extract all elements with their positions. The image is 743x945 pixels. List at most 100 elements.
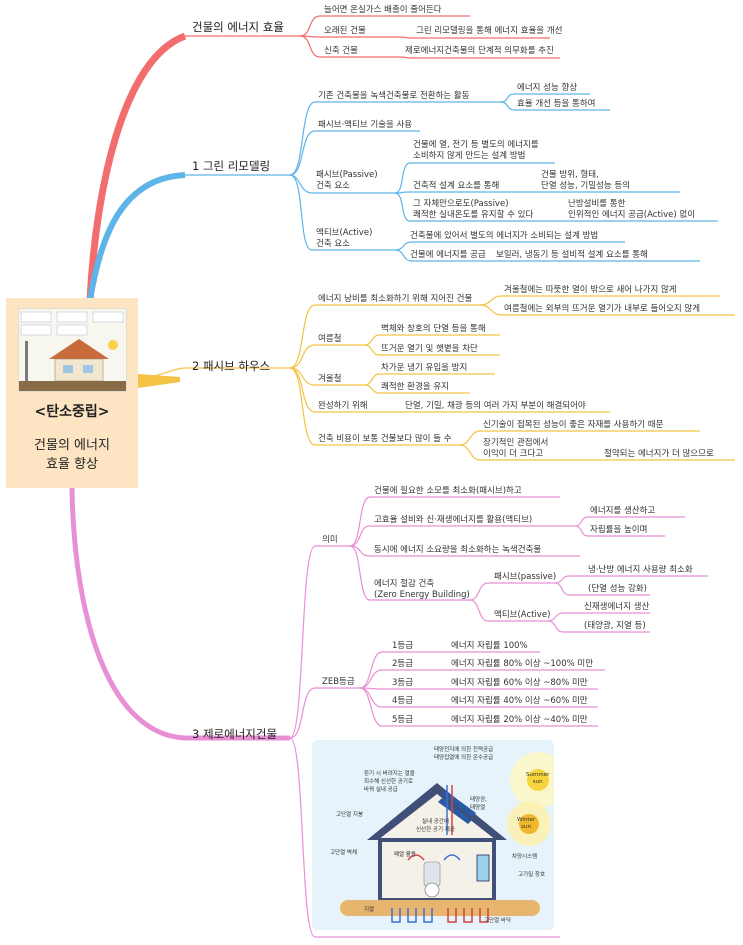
b4-grade-2-desc[interactable]: 에너지 자립률 80% 이상 ~100% 미만 bbox=[451, 659, 594, 669]
b3-cost[interactable]: 건축 비용이 보통 건물보다 많이 들 수 bbox=[318, 434, 452, 444]
b4-m3[interactable]: 동시에 에너지 소요량을 최소화하는 녹색건축물 bbox=[374, 545, 542, 555]
b2-passive-label[interactable]: 패시브(Passive) 건축 요소 bbox=[316, 170, 378, 192]
b4-grade-5-desc[interactable]: 에너지 자립률 20% 이상 ~40% 미만 bbox=[451, 715, 588, 725]
b3-node1-sub2[interactable]: 여름철에는 외부의 뜨거운 열기가 내부로 들어오지 않게 bbox=[504, 304, 701, 314]
b3-cost-sub3[interactable]: 절약되는 에너지가 더 많으므로 bbox=[604, 449, 714, 459]
fig-center-label-l1: 실내 공간에 bbox=[421, 819, 449, 825]
b4-m4-passive-sub2[interactable]: (단열 성능 강화) bbox=[588, 584, 647, 594]
b4-grade-4[interactable]: 4등급 bbox=[392, 696, 414, 706]
b4-zeb[interactable]: ZEB등급 bbox=[322, 677, 355, 687]
b4-m2-sub1[interactable]: 에너지를 생산하고 bbox=[590, 506, 656, 516]
b2-passive-1[interactable]: 건물에 열, 전기 등 별도의 에너지를 소비하지 않게 만드는 설계 방법 bbox=[413, 140, 539, 162]
branch2-title[interactable]: 1 그린 리모델링 bbox=[192, 159, 271, 173]
b2-passive-3-sub-l1: 난방설비를 통한 bbox=[568, 199, 626, 209]
b4-grade-2[interactable]: 2등급 bbox=[392, 659, 414, 669]
b3-node1-sub1[interactable]: 겨울철에는 따뜻한 열이 밖으로 새어 나가지 않게 bbox=[504, 285, 677, 295]
b2-passive-2-sub[interactable]: 건물 방위, 형태, 단열 성능, 기밀성능 등의 bbox=[541, 170, 630, 192]
b4-grade-1[interactable]: 1등급 bbox=[392, 641, 414, 651]
b2-active-label[interactable]: 액티브(Active) 건축 요소 bbox=[316, 228, 372, 250]
b2-passive-3-l2: 쾌적한 실내온도를 유지할 수 있다 bbox=[413, 210, 534, 220]
fig-window: 고기밀 창호 bbox=[518, 872, 546, 878]
b2-active-2[interactable]: 건물에 에너지를 공급 bbox=[410, 250, 486, 260]
b4-grade-5[interactable]: 5등급 bbox=[392, 715, 414, 725]
b2-passive-label-l2: 건축 요소 bbox=[316, 181, 350, 191]
branch4-lines bbox=[69, 487, 708, 938]
b2-passive-3[interactable]: 그 자체만으로도(Passive) 쾌적한 실내온도를 유지할 수 있다 bbox=[413, 199, 533, 221]
b1-item2[interactable]: 오래된 건물 bbox=[324, 26, 366, 36]
branch2-lines bbox=[87, 93, 718, 301]
fig-summer-sun-l1: Summer bbox=[526, 772, 550, 778]
b4-m4-active[interactable]: 액티브(Active) bbox=[494, 610, 551, 620]
b4-m1[interactable]: 건물에 필요한 소모를 최소화(패시브)하고 bbox=[374, 486, 522, 496]
b3-winter-sub1[interactable]: 차가운 냉기 유입을 방지 bbox=[381, 363, 468, 373]
b4-m4[interactable]: 에너지 절감 건축 (Zero Energy Building) bbox=[374, 579, 470, 601]
fig-top-label-l1: 태양전지에 의한 전력공급 bbox=[434, 747, 494, 753]
b2-passive-label-l1: 패시브(Passive) bbox=[316, 170, 378, 180]
b2-node2[interactable]: 패시브·액티브 기술을 사용 bbox=[318, 120, 413, 130]
branch1-title[interactable]: 건물의 에너지 효율 bbox=[192, 20, 284, 34]
center-node[interactable]: <탄소중립> 건물의 에너지 효율 향상 bbox=[6, 298, 138, 488]
b2-node1-sub2[interactable]: 효율 개선 등을 통하여 bbox=[517, 99, 596, 109]
zeb-house-figure: 태양전지에 의한 전력공급 태양집열에 의한 온수공급 Summer sun W… bbox=[312, 740, 566, 930]
b2-node1[interactable]: 기존 건축물을 녹색건축물로 전환하는 활동 bbox=[318, 91, 470, 101]
b2-active-1[interactable]: 건축물에 있어서 별도의 에너지가 소비되는 설계 방법 bbox=[410, 231, 599, 241]
fig-top-label-l2: 태양집열에 의한 온수공급 bbox=[434, 755, 494, 761]
center-subtitle-line1: 건물의 에너지 bbox=[34, 438, 110, 453]
fig-vent-label-l1: 환기 시 버려지는 열을 bbox=[364, 771, 415, 777]
center-thumbnail bbox=[18, 308, 127, 392]
b2-active-label-l1: 액티브(Active) bbox=[316, 228, 373, 238]
fig-floor-ins: 고단열 바닥 bbox=[484, 918, 512, 924]
b2-passive-3-sub[interactable]: 난방설비를 통한 인위적인 에너지 공급(Active) 없이 bbox=[568, 199, 695, 221]
center-subtitle: 건물의 에너지 효율 향상 bbox=[6, 436, 138, 474]
b3-node1[interactable]: 에너지 낭비를 최소화하기 위해 지어진 건물 bbox=[318, 294, 473, 304]
b3-cost-sub2[interactable]: 장기적인 관점에서 이익이 더 크다고 bbox=[483, 438, 548, 460]
fig-roof-ins: 고단열 지붕 bbox=[336, 812, 364, 818]
b3-complete-sub[interactable]: 단열, 기밀, 채광 등의 여러 가지 부분이 해결되어야 bbox=[405, 401, 586, 411]
b1-item1[interactable]: 늘어면 온실가스 배출이 줄어든다 bbox=[324, 5, 442, 15]
fig-vent-label: 환기 시 버려지는 열을 회수해 신선한 공기로 바꿔 실내 공급 bbox=[364, 770, 415, 794]
b4-m2[interactable]: 고효율 설비와 신·재생에너지를 활용(액티브) bbox=[374, 515, 533, 525]
b1-item3[interactable]: 신축 건물 bbox=[324, 46, 358, 56]
b3-winter[interactable]: 겨울철 bbox=[318, 374, 342, 384]
fig-winter-sun-l2: sun bbox=[521, 824, 531, 830]
b4-grade-3-desc[interactable]: 에너지 자립률 60% 이상 ~80% 미만 bbox=[451, 678, 588, 688]
b2-passive-2[interactable]: 건축적 설계 요소를 통해 bbox=[413, 181, 500, 191]
b3-complete[interactable]: 완성하기 위해 bbox=[318, 401, 368, 411]
fig-vent-label-l3: 바꿔 실내 공급 bbox=[364, 787, 398, 793]
b2-active-2-sub[interactable]: 보일러, 냉동기 등 설비적 설계 요소를 통해 bbox=[496, 250, 648, 260]
b1-item2-sub[interactable]: 그린 리모델링을 통해 에너지 효율을 개선 bbox=[416, 26, 563, 36]
b1-item3-sub[interactable]: 제로에너지건축물의 단계적 의무화를 추진 bbox=[405, 46, 554, 56]
b3-cost-sub1[interactable]: 신기술이 접목된 성능이 좋은 자재를 사용하기 때문 bbox=[483, 420, 664, 430]
b3-summer[interactable]: 여름철 bbox=[318, 334, 342, 344]
b3-summer-sub1[interactable]: 벽체와 창호의 단열 등을 통해 bbox=[381, 324, 486, 334]
fig-geo: 지열 bbox=[364, 907, 375, 913]
b4-grade-3[interactable]: 3등급 bbox=[392, 678, 414, 688]
b4-grade-1-desc[interactable]: 에너지 자립률 100% bbox=[451, 641, 528, 651]
fig-winter-sun: Winter sun bbox=[517, 817, 535, 831]
fig-summer-sun: Summer sun bbox=[526, 772, 549, 786]
b4-grade-4-desc[interactable]: 에너지 자립률 40% 이상 ~60% 미만 bbox=[451, 696, 588, 706]
fig-center-label: 실내 공간에 신선한 공기 제공 bbox=[416, 818, 455, 834]
b4-m4-active-sub2[interactable]: (태양광, 지열 등) bbox=[584, 621, 646, 631]
branch3-title[interactable]: 2 패시브 하우스 bbox=[192, 359, 271, 373]
fig-center-label-l2: 신선한 공기 제공 bbox=[416, 827, 455, 833]
b2-passive-1-l1: 건물에 열, 전기 등 별도의 에너지를 bbox=[413, 140, 539, 150]
b4-m4-active-sub1[interactable]: 신재생에너지 생산 bbox=[584, 602, 650, 612]
b3-summer-sub2[interactable]: 뜨거운 열기 및 햇볕을 차단 bbox=[381, 344, 478, 354]
b4-m4-passive[interactable]: 패시브(passive) bbox=[494, 572, 557, 582]
b2-passive-3-l1: 그 자체만으로도(Passive) bbox=[413, 199, 509, 209]
fig-solar-label: 태양광, 태양열 bbox=[470, 796, 487, 812]
b3-winter-sub2[interactable]: 쾌적한 환경을 유지 bbox=[381, 382, 449, 392]
b2-node1-sub1[interactable]: 에너지 성능 향상 bbox=[517, 83, 578, 93]
center-title: <탄소중립> bbox=[34, 404, 110, 420]
b3-cost-sub2-l1: 장기적인 관점에서 bbox=[483, 438, 549, 448]
b2-active-label-l2: 건축 요소 bbox=[316, 239, 350, 249]
center-subtitle-line2: 효율 향상 bbox=[46, 457, 98, 472]
branch4-title[interactable]: 3 제로에너지건물 bbox=[192, 727, 278, 741]
b4-m4-passive-sub1[interactable]: 냉·난방 에너지 사용량 최소화 bbox=[588, 565, 693, 575]
b4-meaning[interactable]: 의미 bbox=[322, 535, 338, 545]
b4-m4-l1: 에너지 절감 건축 bbox=[374, 579, 435, 589]
b2-passive-2-sub-l1: 건물 방위, 형태, bbox=[541, 170, 599, 180]
b4-m2-sub2[interactable]: 자립률을 높이며 bbox=[590, 525, 648, 535]
